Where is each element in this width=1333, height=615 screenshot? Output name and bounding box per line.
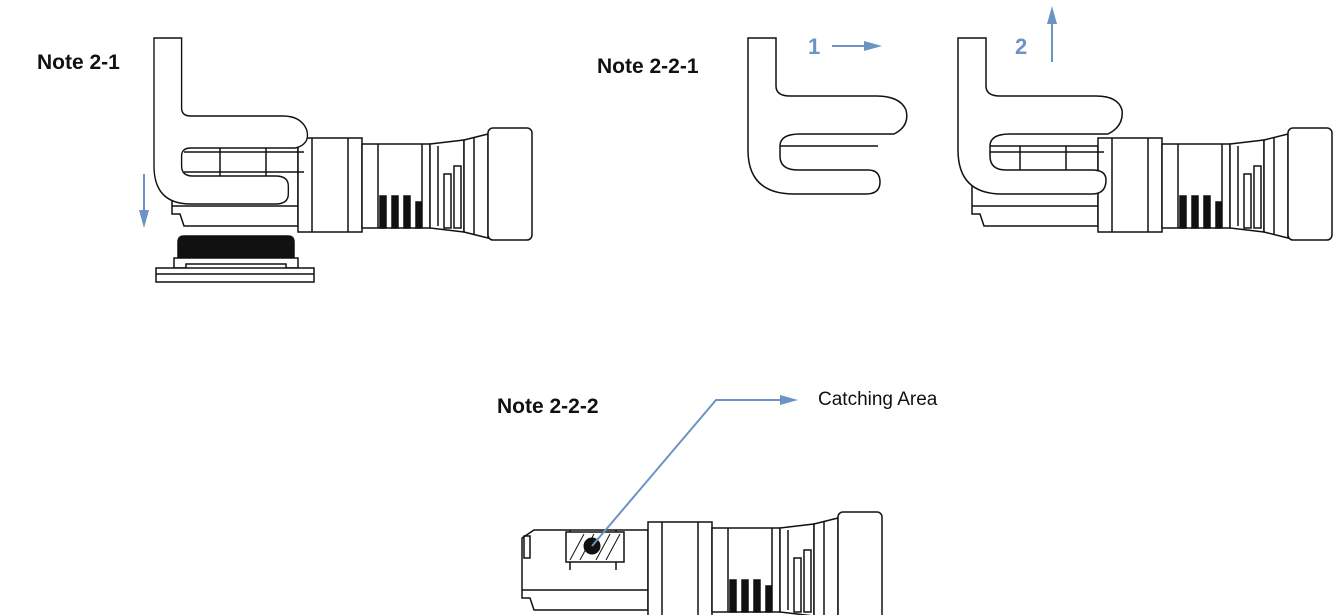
note-2-2-1-label: Note 2-2-1: [597, 55, 699, 78]
catching-area-label: Catching Area: [818, 389, 938, 410]
arrow-icon: [139, 174, 149, 228]
mounting-base: [155, 235, 315, 283]
step-2-label: 2: [1015, 34, 1028, 59]
arrow-icon: [1047, 6, 1057, 62]
arrow-icon: [832, 41, 882, 51]
arrow-icon: [591, 395, 798, 547]
note-2-2-1-assembly: [957, 37, 1333, 241]
note-2-2-2-label: Note 2-2-2: [497, 395, 599, 418]
standalone-lever: [747, 37, 908, 195]
note-2-1-label: Note 2-1: [37, 51, 120, 74]
step-1-label: 1: [808, 34, 821, 59]
note-2-1-assembly: [153, 37, 533, 241]
note-2-2-2-connector: [521, 511, 883, 615]
